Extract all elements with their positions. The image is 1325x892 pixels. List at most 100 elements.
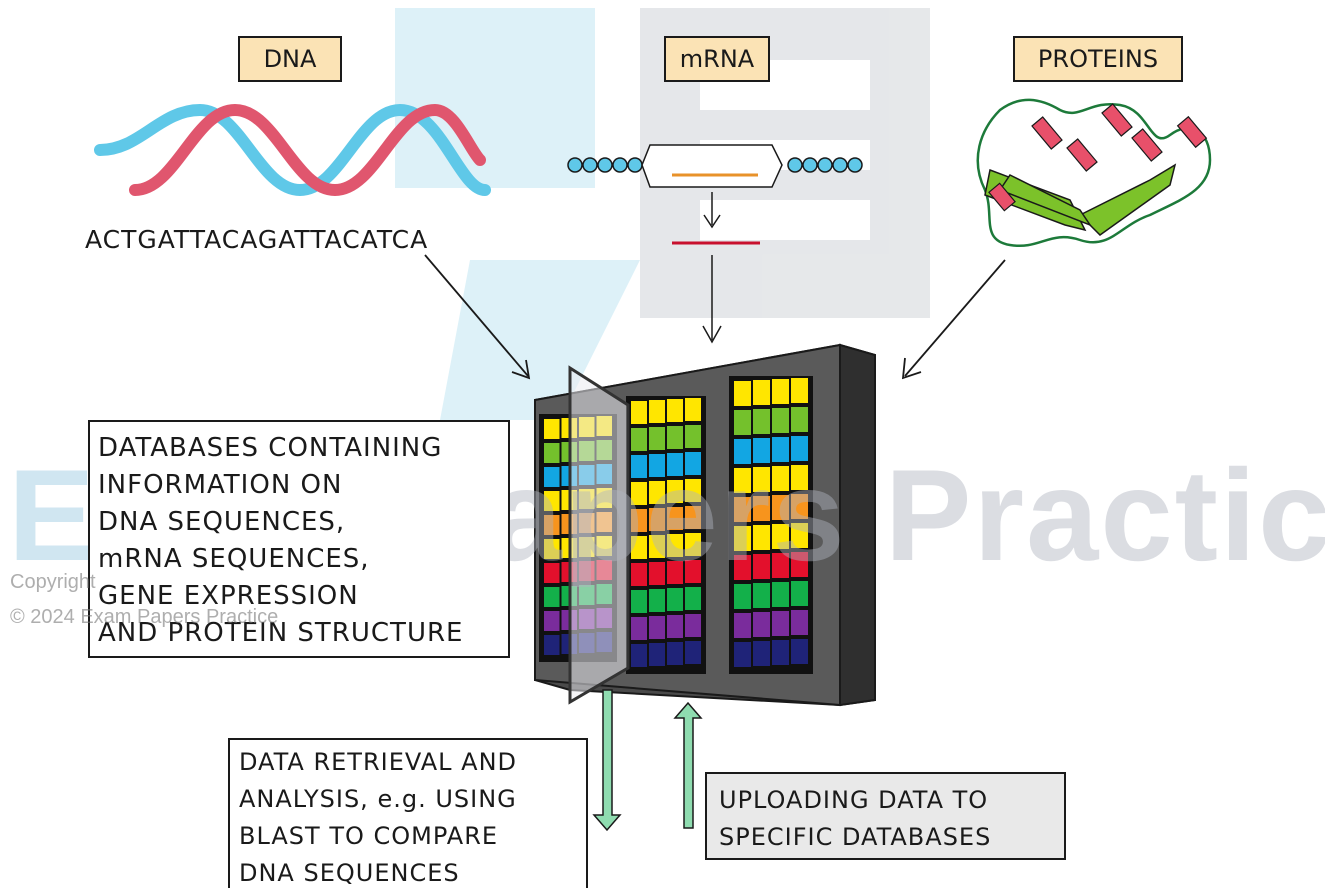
rack-cell xyxy=(791,465,808,490)
rack-cell xyxy=(791,494,808,519)
rack-cell xyxy=(772,437,789,462)
download-arrow-icon xyxy=(592,689,622,832)
rack-cell xyxy=(753,380,770,405)
rack-cell xyxy=(734,613,751,638)
uploading-data-description: UPLOADING DATA TO SPECIFIC DATABASES xyxy=(705,772,1066,860)
rack-cell xyxy=(685,560,701,583)
mrna-icon xyxy=(567,144,863,344)
rack-cell xyxy=(631,536,647,559)
rack-cell xyxy=(667,534,683,557)
rack-cell xyxy=(544,515,560,535)
rack-cell xyxy=(791,581,808,606)
rack-cell xyxy=(544,491,560,511)
rack-cell xyxy=(734,439,751,464)
rack-cell xyxy=(753,467,770,492)
rack-cell xyxy=(631,617,647,640)
rack-cell xyxy=(734,642,751,667)
arrows-to-database xyxy=(424,254,1006,380)
rack-cell xyxy=(649,508,665,531)
rack-cell xyxy=(753,612,770,637)
server-rack-middle xyxy=(626,396,706,674)
rack-cell xyxy=(791,523,808,548)
rack-cell xyxy=(685,641,701,664)
rack-cell xyxy=(753,525,770,550)
rack-cell xyxy=(667,399,683,422)
rack-cell xyxy=(667,453,683,476)
mrna-label: mRNA xyxy=(664,36,770,82)
rack-cell xyxy=(791,378,808,403)
rack-cell xyxy=(667,426,683,449)
rack-cell xyxy=(772,582,789,607)
rack-cell xyxy=(544,611,560,631)
rack-cell xyxy=(631,509,647,532)
rack-cell xyxy=(685,614,701,637)
rack-cell xyxy=(685,506,701,529)
rack-cell xyxy=(734,468,751,493)
rack-cell xyxy=(734,381,751,406)
rack-cell xyxy=(753,583,770,608)
rack-cell xyxy=(667,642,683,665)
rack-cell xyxy=(685,479,701,502)
rack-cell xyxy=(753,496,770,521)
rack-cell xyxy=(734,497,751,522)
rack-cell xyxy=(649,481,665,504)
rack-cell xyxy=(544,635,560,655)
rack-cell xyxy=(631,401,647,424)
rack-cell xyxy=(753,641,770,666)
rack-cell xyxy=(631,644,647,667)
rack-cell xyxy=(631,563,647,586)
rack-cell xyxy=(667,588,683,611)
rack-cell xyxy=(544,443,560,463)
database-server-icon xyxy=(534,343,876,707)
rack-cell xyxy=(649,427,665,450)
rack-cell xyxy=(667,507,683,530)
rack-cell xyxy=(649,400,665,423)
rack-cell xyxy=(772,495,789,520)
server-rack-right xyxy=(729,376,813,674)
rack-cell xyxy=(772,466,789,491)
rack-cell xyxy=(685,587,701,610)
rack-cell xyxy=(791,639,808,664)
dna-helix-icon xyxy=(94,103,491,197)
rack-cell xyxy=(649,535,665,558)
rack-cell xyxy=(649,454,665,477)
rack-cell xyxy=(772,553,789,578)
rack-cell xyxy=(544,539,560,559)
data-retrieval-description: DATA RETRIEVAL AND ANALYSIS, e.g. USING … xyxy=(228,738,588,888)
rack-cell xyxy=(649,589,665,612)
rack-cell xyxy=(649,562,665,585)
dna-label: DNA xyxy=(238,36,342,82)
rack-cell xyxy=(734,584,751,609)
rack-cell xyxy=(772,408,789,433)
rack-cell xyxy=(631,428,647,451)
rack-cell xyxy=(791,436,808,461)
rack-cell xyxy=(631,455,647,478)
rack-cell xyxy=(631,482,647,505)
rack-cell xyxy=(544,467,560,487)
rack-cell xyxy=(685,398,701,421)
rack-cell xyxy=(734,410,751,435)
rack-cell xyxy=(649,643,665,666)
rack-cell xyxy=(753,438,770,463)
rack-cell xyxy=(544,587,560,607)
rack-cell xyxy=(631,590,647,613)
upload-arrow-icon xyxy=(673,701,703,829)
proteins-label: PROTEINS xyxy=(1013,36,1183,82)
rack-cell xyxy=(734,526,751,551)
rack-cell xyxy=(772,524,789,549)
rack-cell xyxy=(685,425,701,448)
rack-cell xyxy=(667,615,683,638)
rack-cell xyxy=(753,409,770,434)
rack-cell xyxy=(667,480,683,503)
rack-cell xyxy=(791,610,808,635)
rack-cell xyxy=(667,561,683,584)
copyright-notice: Copyright © 2024 Exam Papers Practice xyxy=(10,571,279,628)
databases-description: DATABASES CONTAINING INFORMATION ON DNA … xyxy=(88,420,510,658)
rack-cell xyxy=(772,640,789,665)
rack-cell xyxy=(753,554,770,579)
dna-sequence: ACTGATTACAGATTACATCA xyxy=(85,225,428,254)
rack-cell xyxy=(734,555,751,580)
rack-cell xyxy=(544,563,560,583)
rack-cell xyxy=(791,552,808,577)
rack-cell xyxy=(649,616,665,639)
